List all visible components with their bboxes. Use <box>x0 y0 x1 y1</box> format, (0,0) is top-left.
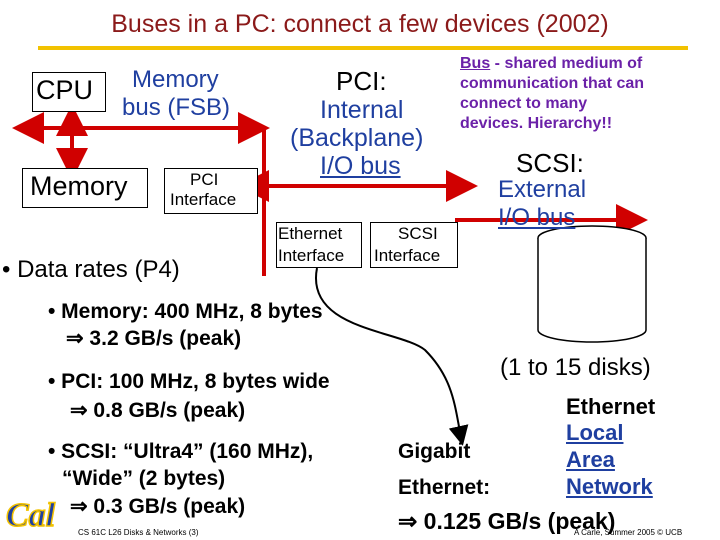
pci-label: PCI: <box>336 66 387 96</box>
ethernet-interface-label-1: Ethernet <box>278 224 343 243</box>
lan-network-label: Network <box>566 474 653 499</box>
pci-backplane-label: (Backplane) <box>290 124 424 152</box>
pci-io-bus-label: I/O bus <box>320 152 401 180</box>
memory-rate-peak: ⇒ 3.2 GB/s (peak) <box>66 327 242 350</box>
scsi-rate-line: • SCSI: “Ultra4” (160 MHz), <box>48 440 314 463</box>
scsi-interface-label-1: SCSI <box>398 224 438 243</box>
ethernet-interface-box <box>276 222 362 268</box>
ethernet-arrow <box>315 267 469 446</box>
data-rates-heading: • Data rates (P4) <box>2 256 180 283</box>
footer-course: CS 61C L26 Disks & Networks (3) <box>78 528 199 537</box>
bus-definition: Bus - shared medium of communication tha… <box>460 54 644 134</box>
cpu-box <box>32 72 106 112</box>
cal-logo: Cal <box>5 496 56 535</box>
cal-logo-text: Cal <box>6 497 56 534</box>
slide-title: Buses in a PC: connect a few devices (20… <box>111 10 609 38</box>
bus-definition-word: Bus <box>460 55 491 72</box>
gigabit-ethernet-label: Ethernet: <box>398 476 491 499</box>
scsi-external-label: External <box>498 176 587 203</box>
gigabit-rate: ⇒ 0.125 GB/s (peak) <box>398 508 616 534</box>
ethernet-interface-label-2: Interface <box>278 246 345 265</box>
bus-definition-line-3: devices. Hierarchy!! <box>460 115 613 132</box>
scsi-rate-peak: ⇒ 0.3 GB/s (peak) <box>70 495 246 518</box>
bus-definition-line-2: connect to many <box>460 95 588 112</box>
pci-interface-label-2: Interface <box>170 190 237 209</box>
lan-local-label: Local <box>566 420 624 445</box>
memory-label: Memory <box>30 171 128 201</box>
pci-interface-box <box>164 168 258 214</box>
gigabit-label: Gigabit <box>398 440 471 463</box>
cpu-label: CPU <box>36 75 94 105</box>
footer-credit: A Carle, Summer 2005 © UCB <box>574 528 683 537</box>
bus-definition-rest: - shared medium of <box>490 55 643 72</box>
lan-ethernet-label: Ethernet <box>566 394 656 419</box>
pci-internal-label: Internal <box>320 96 404 124</box>
memory-bus-label-1: Memory <box>132 66 219 93</box>
lan-area-label: Area <box>566 447 615 472</box>
pci-rate-line: • PCI: 100 MHz, 8 bytes wide <box>48 370 330 393</box>
memory-rate-line: • Memory: 400 MHz, 8 bytes <box>48 300 323 323</box>
pci-rate-peak: ⇒ 0.8 GB/s (peak) <box>70 399 246 422</box>
pci-interface-label-1: PCI <box>190 170 219 189</box>
scsi-io-bus-label: I/O bus <box>498 204 576 231</box>
memory-box <box>22 168 148 208</box>
scsi-interface-label-2: Interface <box>374 246 441 265</box>
bus-definition-line-1: communication that can <box>460 75 645 92</box>
scsi-interface-box <box>370 222 458 268</box>
disks-label: (1 to 15 disks) <box>500 354 651 381</box>
scsi-label: SCSI: <box>516 148 584 178</box>
title-underline <box>38 46 688 50</box>
disk-icon <box>537 225 647 343</box>
memory-bus-label-2: bus (FSB) <box>122 94 231 121</box>
scsi-rate-wide: “Wide” (2 bytes) <box>62 467 226 490</box>
